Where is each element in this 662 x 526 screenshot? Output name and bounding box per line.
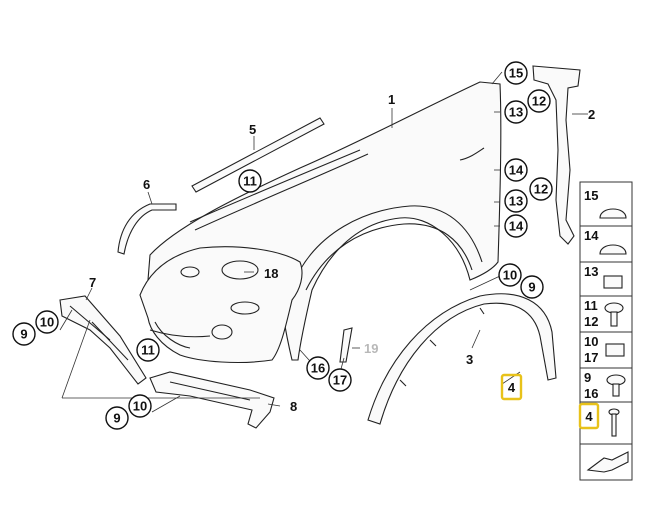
leader-lines xyxy=(59,71,588,413)
legend-label-11: 11 xyxy=(584,298,598,313)
dome-cap-icon xyxy=(599,208,627,219)
legend-label-12: 12 xyxy=(584,314,598,329)
legend-label-17: 17 xyxy=(584,350,598,365)
callout-5: 5 xyxy=(249,122,256,137)
svg-text:10: 10 xyxy=(503,268,517,283)
legend-label-13: 13 xyxy=(584,264,598,279)
bumper-part xyxy=(139,246,303,363)
direction-arrow-icon xyxy=(586,451,629,473)
callout-16: 16 xyxy=(306,356,330,380)
svg-text:13: 13 xyxy=(509,194,523,209)
svg-text:9: 9 xyxy=(20,327,27,342)
callout-18: 18 xyxy=(264,266,278,281)
callout-17: 17 xyxy=(328,368,352,392)
callout-14-a: 14 xyxy=(504,158,528,182)
callout-19: 19 xyxy=(364,341,378,356)
callout-9-left: 9 xyxy=(12,322,36,346)
callout-6: 6 xyxy=(143,177,150,192)
svg-text:10: 10 xyxy=(133,399,147,414)
svg-text:10: 10 xyxy=(40,315,54,330)
callout-9-right: 9 xyxy=(520,275,544,299)
legend-label-15: 15 xyxy=(584,188,598,203)
svg-text:12: 12 xyxy=(534,182,548,197)
legend-label-9: 9 xyxy=(584,370,591,385)
nut-clip-icon xyxy=(603,275,623,289)
callout-8: 8 xyxy=(290,399,297,414)
hex-screw-icon xyxy=(606,374,626,397)
bracket-part-8 xyxy=(149,371,275,429)
callout-12-top: 12 xyxy=(527,89,551,113)
callout-10-bottom: 10 xyxy=(128,394,152,418)
callout-1: 1 xyxy=(388,92,395,107)
callout-10-right: 10 xyxy=(498,263,522,287)
svg-text:9: 9 xyxy=(113,411,120,426)
fastener-legend-table: 15 14 13 11 12 10 17 9 16 4 xyxy=(578,181,633,481)
callout-2: 2 xyxy=(588,107,595,122)
svg-text:14: 14 xyxy=(509,219,524,234)
svg-text:15: 15 xyxy=(509,66,523,81)
callout-11-bottom: 11 xyxy=(136,338,160,362)
svg-text:16: 16 xyxy=(311,361,325,376)
svg-text:19: 19 xyxy=(364,341,378,356)
strip-part-19 xyxy=(339,327,353,363)
legend-4-highlight xyxy=(578,402,600,430)
legend-label-14: 14 xyxy=(584,228,599,243)
callout-13-mid: 13 xyxy=(504,189,528,213)
moulding-strip-part xyxy=(191,117,325,193)
callout-11-top: 11 xyxy=(238,169,262,193)
svg-text:9: 9 xyxy=(528,280,535,295)
callout-4-highlighted[interactable]: 4 xyxy=(500,373,523,401)
svg-text:17: 17 xyxy=(333,373,347,388)
bracket-part-7 xyxy=(59,295,147,385)
wheel-arch-part-3 xyxy=(367,293,557,425)
svg-text:18: 18 xyxy=(264,266,278,281)
expanding-rivet-icon xyxy=(608,408,620,437)
legend-label-16: 16 xyxy=(584,386,598,401)
screw-washer-icon xyxy=(604,302,624,327)
seal-part-2 xyxy=(532,65,581,245)
callout-9-bottom: 9 xyxy=(105,406,129,430)
callouts: 1 2 3 5 6 7 8 15 13 12 14 13 12 xyxy=(12,61,595,430)
callout-14-b: 14 xyxy=(504,214,528,238)
callout-12-mid: 12 xyxy=(529,177,553,201)
callout-7: 7 xyxy=(89,275,96,290)
svg-text:11: 11 xyxy=(141,343,155,358)
legend-label-4: 4 xyxy=(585,409,593,424)
callout-13-top: 13 xyxy=(504,100,528,124)
plug-cap-icon xyxy=(599,244,627,255)
svg-text:4: 4 xyxy=(508,380,516,395)
spring-nut-icon xyxy=(605,343,625,357)
callout-10-left: 10 xyxy=(35,310,59,334)
svg-text:12: 12 xyxy=(532,94,546,109)
svg-text:14: 14 xyxy=(509,163,524,178)
callout-3: 3 xyxy=(466,352,473,367)
svg-text:13: 13 xyxy=(509,105,523,120)
callout-15-top: 15 xyxy=(504,61,528,85)
bracket-part-6 xyxy=(117,203,177,255)
legend-label-10: 10 xyxy=(584,334,598,349)
svg-text:11: 11 xyxy=(243,174,257,189)
